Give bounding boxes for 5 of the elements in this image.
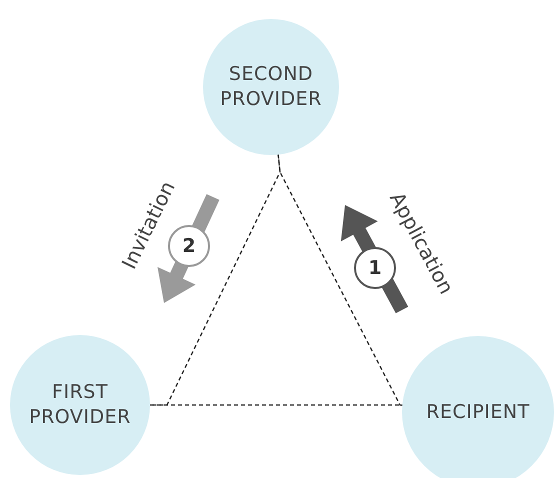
role-label: FIRST PROVIDER bbox=[28, 380, 132, 430]
step-number: 1 bbox=[368, 257, 382, 279]
step-number: 2 bbox=[182, 235, 196, 257]
role-label: RECIPIENT bbox=[425, 400, 531, 424]
role-label: SECOND PROVIDER bbox=[219, 62, 323, 112]
